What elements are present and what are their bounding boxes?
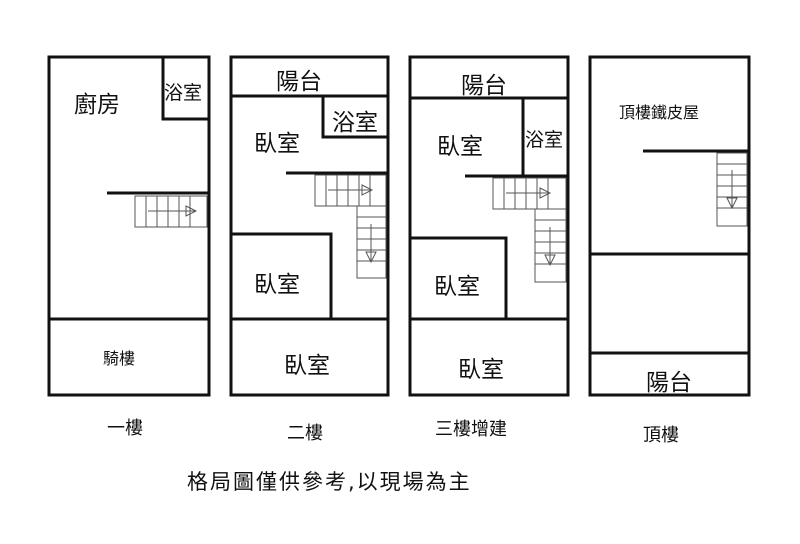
floor-2-stair-upper bbox=[314, 174, 387, 207]
rooftop-caption: 頂樓 bbox=[643, 425, 679, 446]
rooftop-balcony-label: 陽台 bbox=[646, 370, 692, 396]
floor-3-caption: 三樓增建 bbox=[435, 419, 507, 440]
floor-3-plan bbox=[408, 55, 570, 397]
floor-1-bath-label: 浴室 bbox=[164, 82, 203, 104]
floor-1-bath-wall bbox=[161, 57, 209, 121]
floor-3-bath-label: 浴室 bbox=[525, 129, 564, 151]
floor-1-kitchen-label: 廚房 bbox=[74, 92, 120, 118]
floor-2-balcony-label: 陽台 bbox=[276, 69, 322, 95]
rooftop-iron-house-label: 頂樓鐵皮屋 bbox=[619, 103, 700, 122]
rooftop-outline bbox=[588, 55, 751, 397]
floor-3-balcony-label: 陽台 bbox=[461, 73, 507, 99]
floor-2-bedroom-c-label: 臥室 bbox=[284, 353, 330, 379]
floor-1-caption: 一樓 bbox=[107, 418, 143, 439]
floor-3-stair-upper bbox=[492, 177, 567, 210]
floor-3-stair-lower bbox=[534, 208, 567, 283]
floor-1-stair bbox=[134, 195, 208, 228]
floor-2-outline bbox=[229, 55, 390, 397]
floor-1-arcade-label: 騎樓 bbox=[103, 349, 136, 368]
floor-1-outline bbox=[47, 55, 211, 397]
floor-2-bedroom-b-label: 臥室 bbox=[254, 272, 300, 298]
floor-2-bath-label: 浴室 bbox=[332, 110, 378, 136]
floor-3-bedroom-c-label: 臥室 bbox=[458, 357, 504, 383]
floor-3-outline bbox=[408, 55, 570, 397]
floor-2-caption: 二樓 bbox=[287, 423, 323, 444]
floor-2-stair-lower bbox=[356, 205, 387, 279]
floor-3-bedroom-a-label: 臥室 bbox=[437, 134, 483, 160]
rooftop-plan bbox=[588, 55, 751, 397]
floor-1-plan bbox=[47, 55, 211, 397]
footer-note: 格局圖僅供參考,以現場為主 bbox=[187, 470, 472, 494]
floor-3-bedroom-b-label: 臥室 bbox=[434, 274, 480, 300]
floor-2-bedroom-a-label: 臥室 bbox=[254, 131, 300, 157]
rooftop-stair bbox=[716, 152, 748, 227]
floor-2-bath-wall bbox=[321, 96, 388, 139]
floor-2-bedroom-wall bbox=[231, 232, 333, 319]
floor-3-bedroom-wall bbox=[410, 236, 508, 319]
floor-2-plan bbox=[229, 55, 390, 397]
